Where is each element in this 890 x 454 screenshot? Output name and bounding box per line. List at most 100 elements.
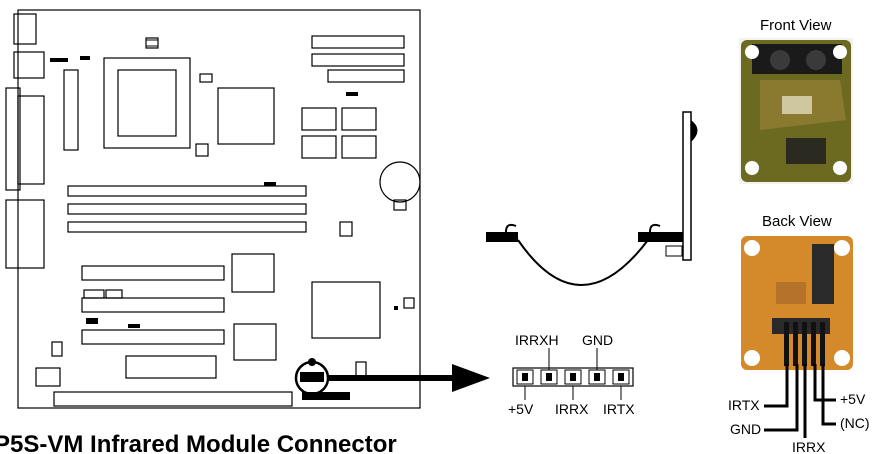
pin-header xyxy=(50,58,68,62)
smd-component xyxy=(776,282,806,304)
connector-pin-contact xyxy=(594,373,600,381)
connector xyxy=(35,367,61,387)
connector-pin-contact xyxy=(618,373,624,381)
chip xyxy=(341,135,377,159)
jumper xyxy=(199,73,213,83)
back-pin-leaders xyxy=(764,364,836,438)
back-pin xyxy=(811,322,816,366)
pin-header xyxy=(145,39,159,47)
chip xyxy=(231,253,275,293)
pin-header xyxy=(346,92,358,96)
pin-header xyxy=(128,324,140,328)
back-pin xyxy=(820,322,825,366)
pin-header xyxy=(80,56,90,60)
mount-hole xyxy=(744,350,760,366)
pci-slot xyxy=(81,329,225,345)
back-label-irtx: IRTX xyxy=(728,397,760,413)
cable-plug-left xyxy=(486,232,518,242)
rear-io-port xyxy=(13,51,45,79)
jumper xyxy=(195,143,209,157)
mount-hole xyxy=(834,350,850,366)
cable-side-view xyxy=(486,111,698,286)
mount-hole xyxy=(744,240,760,256)
parallel-port-block xyxy=(17,95,45,185)
back-label-gnd: GND xyxy=(730,421,761,437)
pin-headers xyxy=(50,39,398,400)
motherboard-outline xyxy=(17,9,421,409)
connector-pin-contact xyxy=(546,373,552,381)
serial-parallel-port xyxy=(5,87,21,191)
pin-header xyxy=(394,306,398,310)
ir-lens xyxy=(770,50,790,70)
chip xyxy=(233,323,277,361)
connector-pins xyxy=(516,369,630,385)
leader-irtx xyxy=(764,364,789,408)
leader-gnd xyxy=(764,364,799,432)
ir-connector-pins xyxy=(300,372,324,382)
back-label-5v: +5V xyxy=(840,391,866,407)
ir-connector-marker xyxy=(308,358,316,366)
mount-hole xyxy=(834,240,850,256)
plug-latch xyxy=(505,223,517,233)
board-ir-connector xyxy=(294,358,330,396)
pin-header xyxy=(264,182,276,186)
mount-hole xyxy=(833,45,847,59)
ide-connector xyxy=(311,53,405,67)
leader-5v xyxy=(813,364,836,402)
isa-slot xyxy=(53,391,293,407)
pin-label-irtx: IRTX xyxy=(603,401,635,417)
back-label-nc: (NC) xyxy=(840,415,870,431)
cable-plug-right xyxy=(638,232,684,242)
dimm-slot xyxy=(67,185,307,197)
chip xyxy=(341,107,377,131)
dimm-slot xyxy=(67,203,307,215)
mount-hole xyxy=(745,45,759,59)
cpu-socket-inner xyxy=(117,69,177,137)
cmos-battery xyxy=(379,161,421,203)
connector-detail: IRRXH GND +5V IRRX IRTX xyxy=(508,332,635,417)
ir-lens xyxy=(806,50,826,70)
pci-slot xyxy=(81,297,225,313)
ir-lens xyxy=(691,120,698,142)
smd-component xyxy=(782,96,812,114)
back-view-label: Back View xyxy=(762,213,832,230)
pin-label-irrxh: IRRXH xyxy=(515,332,559,348)
module-pin xyxy=(665,245,683,257)
motherboard-layout xyxy=(5,9,421,409)
back-label-irrx: IRRX xyxy=(792,439,826,454)
jumper xyxy=(83,289,105,299)
leader-nc xyxy=(821,364,836,426)
back-pin xyxy=(784,322,789,366)
pointer-arrow xyxy=(328,364,490,392)
plug-latch xyxy=(649,223,661,233)
led xyxy=(403,297,415,309)
mount-hole xyxy=(745,161,759,175)
front-view-label: Front View xyxy=(760,17,832,34)
back-pin xyxy=(793,322,798,366)
mount-hole xyxy=(833,161,847,175)
pin-header xyxy=(302,392,350,400)
back-pin xyxy=(802,322,807,366)
ide-connector xyxy=(311,35,405,49)
pin-header xyxy=(86,318,98,324)
rear-io-port xyxy=(13,13,37,45)
ir-transceiver xyxy=(752,44,842,74)
connector-pin-contact xyxy=(570,373,576,381)
chip xyxy=(301,107,337,131)
ir-chip-back xyxy=(812,244,834,304)
back-pins xyxy=(784,322,825,366)
agp-slot xyxy=(81,265,225,281)
figure-caption: P5S-VM Infrared Module Connector xyxy=(0,431,397,454)
ir-cable xyxy=(517,239,649,286)
pin-label-gnd: GND xyxy=(582,332,613,348)
module-board-edge xyxy=(682,111,692,261)
vga-port xyxy=(5,199,45,269)
cpu-socket xyxy=(103,57,191,149)
chip xyxy=(125,355,217,379)
dimm-slot xyxy=(67,221,307,233)
jumper xyxy=(339,221,353,237)
battery-holder xyxy=(393,199,407,211)
south-bridge-chip xyxy=(311,281,381,339)
chip xyxy=(301,135,337,159)
